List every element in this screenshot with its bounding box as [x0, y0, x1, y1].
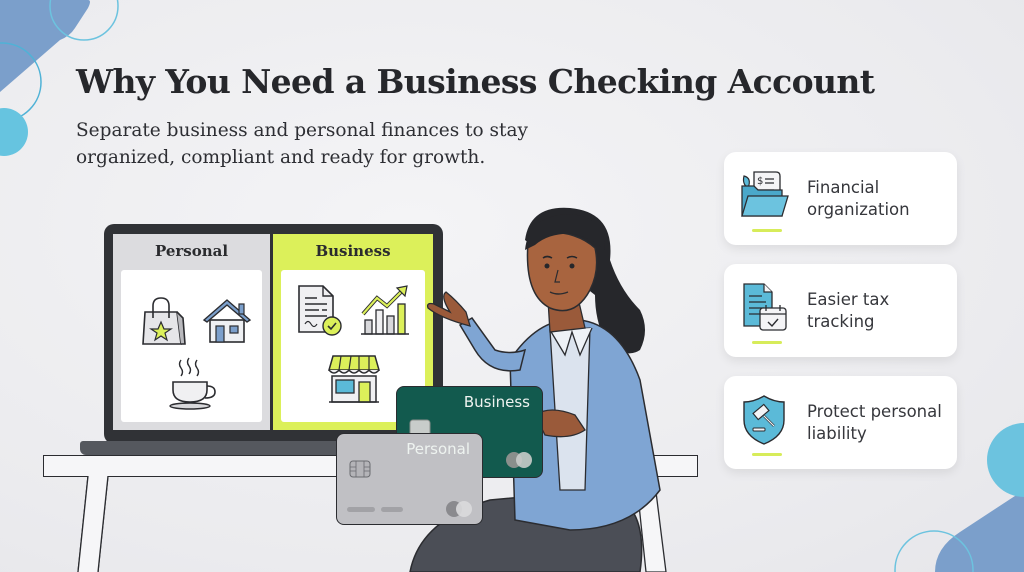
card-number-bar [381, 507, 403, 512]
personal-pane: Personal [113, 234, 270, 430]
subtitle-line-1: Separate business and personal finances … [76, 120, 528, 141]
feature-card-financial-organization: $ Financial organization [724, 152, 957, 245]
house-icon [202, 299, 252, 343]
personal-pane-body [121, 270, 262, 422]
accent-underline [752, 453, 782, 456]
person-illustration [409, 207, 661, 572]
feature-label: Easier tax tracking [807, 290, 890, 331]
business-pane-title: Business [315, 242, 391, 260]
invoice-check-icon [298, 285, 342, 336]
card-network-logo-icon [446, 501, 472, 517]
card-network-logo-icon [506, 452, 532, 468]
personal-card-label: Personal [406, 440, 470, 458]
chip-icon [349, 460, 371, 478]
feature-card-protect-liability: Protect personal liability [724, 376, 957, 469]
business-card-label: Business [463, 393, 530, 411]
feature-label: Protect personal liability [807, 402, 942, 443]
decor-bottom-right [894, 423, 1024, 572]
accent-underline [752, 341, 782, 344]
card-number-bar [347, 507, 375, 512]
folder-document-icon: $ [741, 171, 789, 217]
personal-pane-title: Personal [154, 242, 229, 260]
shield-gavel-icon [743, 395, 785, 445]
decor-top-left [0, 0, 119, 156]
svg-text:$: $ [757, 176, 763, 187]
growth-chart-icon [361, 285, 409, 335]
shopping-bag-icon [142, 297, 186, 345]
subtitle-line-2: organized, compliant and ready for growt… [76, 147, 486, 168]
accent-underline [752, 229, 782, 232]
coffee-cup-icon [169, 357, 216, 410]
page-subtitle: Separate business and personal finances … [76, 117, 576, 171]
feature-label: Financial organization [807, 178, 910, 219]
business-pane-body [281, 270, 425, 422]
storefront-icon [328, 355, 380, 403]
personal-card: Personal [336, 433, 483, 525]
page-title: Why You Need a Business Checking Account [76, 62, 875, 101]
feature-card-tax-tracking: Easier tax tracking [724, 264, 957, 357]
tax-calendar-icon [743, 283, 787, 331]
